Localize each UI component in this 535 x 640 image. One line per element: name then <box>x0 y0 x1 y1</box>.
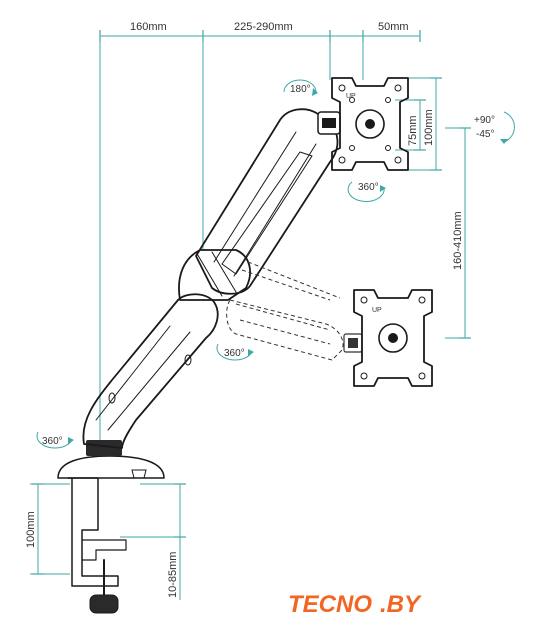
dim-arm-base-width: 160mm <box>130 21 167 33</box>
rot-tilt-up: +90° <box>474 115 495 126</box>
dim-vesa-large: 100mm <box>423 109 435 146</box>
rot-top-joint: 180° <box>290 84 311 95</box>
rot-tilt-down: -45° <box>476 129 494 140</box>
rot-vesa-swivel: 360° <box>358 182 379 193</box>
rotate-arrow-top-icon <box>283 79 318 96</box>
dim-height-range: 160-410mm <box>452 211 464 270</box>
tilt-arrow-icon <box>500 111 515 144</box>
dim-arm-reach: 225-290mm <box>234 21 293 33</box>
rotate-arrow-vesa-icon <box>347 181 386 202</box>
plate-up-label-lower: UP <box>372 307 382 314</box>
monitor-arm <box>57 77 433 614</box>
rot-middle-joint: 360° <box>224 348 245 359</box>
brand-logo-part1: TECNO <box>288 591 372 618</box>
dimension-lines <box>30 30 471 600</box>
dim-clamp-height: 100mm <box>25 511 37 548</box>
brand-logo: TECNO .BY <box>288 591 422 618</box>
rotate-arrow-base-icon <box>36 431 74 449</box>
rotate-arrow-middle-icon <box>216 343 254 361</box>
dim-desk-thickness: 10-85mm <box>167 552 179 598</box>
brand-logo-part2: .BY <box>380 591 422 618</box>
dim-plate-offset: 50mm <box>378 21 409 33</box>
dim-vesa-small: 75mm <box>407 115 419 146</box>
rot-base: 360° <box>42 436 63 447</box>
plate-up-label-upper: UP <box>346 93 356 100</box>
